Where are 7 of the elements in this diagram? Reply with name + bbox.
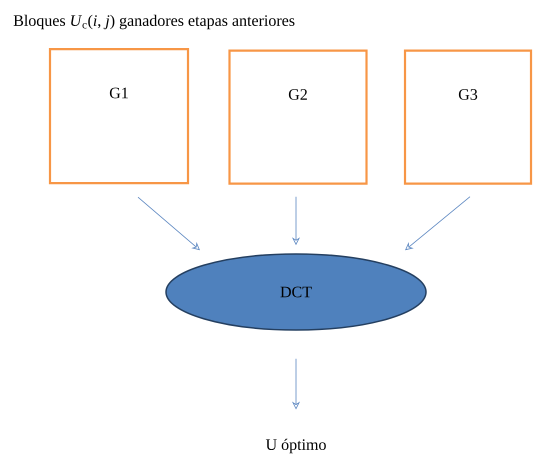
title: Bloques U$_{c}$(i, j) ganadores etapas anteriores (14, 14, 294, 30)
block-box: G3 (404, 50, 532, 185)
arrow (405, 196, 470, 250)
block-box: G2 (228, 50, 368, 185)
block-box: G1 (48, 48, 190, 184)
arrow (138, 196, 200, 250)
output-label: U óptimo (266, 438, 326, 454)
